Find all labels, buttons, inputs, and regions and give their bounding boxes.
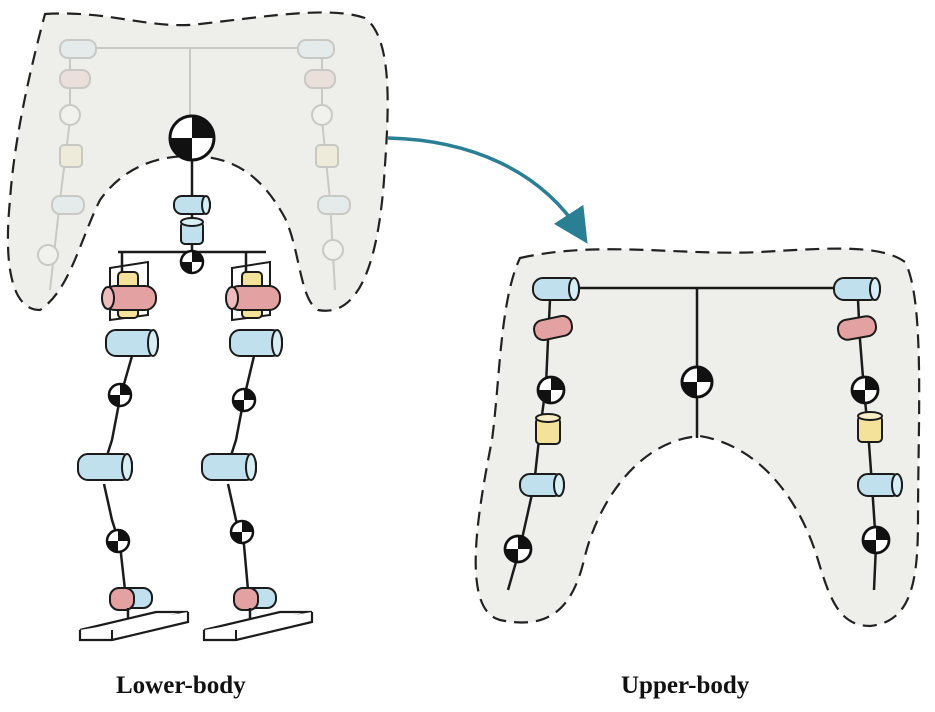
com-marker-icon xyxy=(168,114,216,162)
com-marker-icon xyxy=(861,525,891,555)
lower-body-caption: Lower-body xyxy=(116,672,246,699)
upper-body-caption: Upper-body xyxy=(621,672,750,699)
right-leg xyxy=(201,260,314,642)
com-marker-icon xyxy=(536,375,566,405)
left-arm xyxy=(503,277,580,591)
upper-region-outline-right xyxy=(474,247,921,628)
com-marker-icon xyxy=(105,528,131,554)
com-marker-icon xyxy=(503,534,533,564)
com-marker-icon xyxy=(229,519,255,545)
com-marker-icon xyxy=(231,387,257,413)
faded-upper-skeleton xyxy=(37,39,351,291)
lower-body-upper-region xyxy=(6,11,389,312)
left-leg xyxy=(77,260,190,642)
com-marker-icon xyxy=(179,249,205,275)
curved-arrow-icon xyxy=(387,136,588,244)
upper-body-region xyxy=(474,247,921,628)
com-marker-icon xyxy=(850,375,880,405)
com-marker-icon xyxy=(680,365,714,399)
cylinder-joint-icon xyxy=(173,195,211,215)
lower-body-skeleton xyxy=(77,114,314,642)
upper-region-outline-left xyxy=(6,11,389,312)
cylinder-joint-icon xyxy=(180,217,204,245)
com-marker-icon xyxy=(107,382,133,408)
right-arm xyxy=(833,277,903,591)
